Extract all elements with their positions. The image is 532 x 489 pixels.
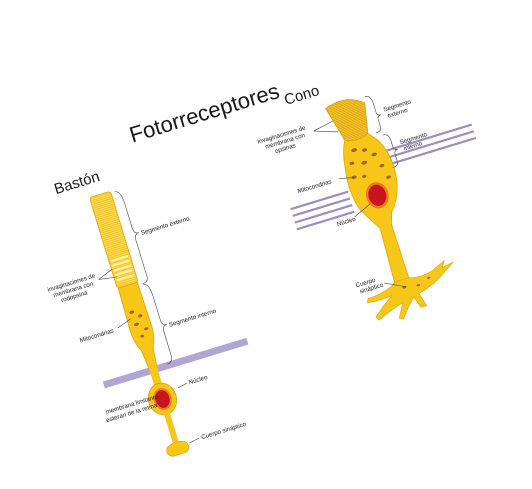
- sheet-background: [0, 5, 532, 489]
- rotated-sheet: Fotorreceptores Bastón: [0, 5, 532, 489]
